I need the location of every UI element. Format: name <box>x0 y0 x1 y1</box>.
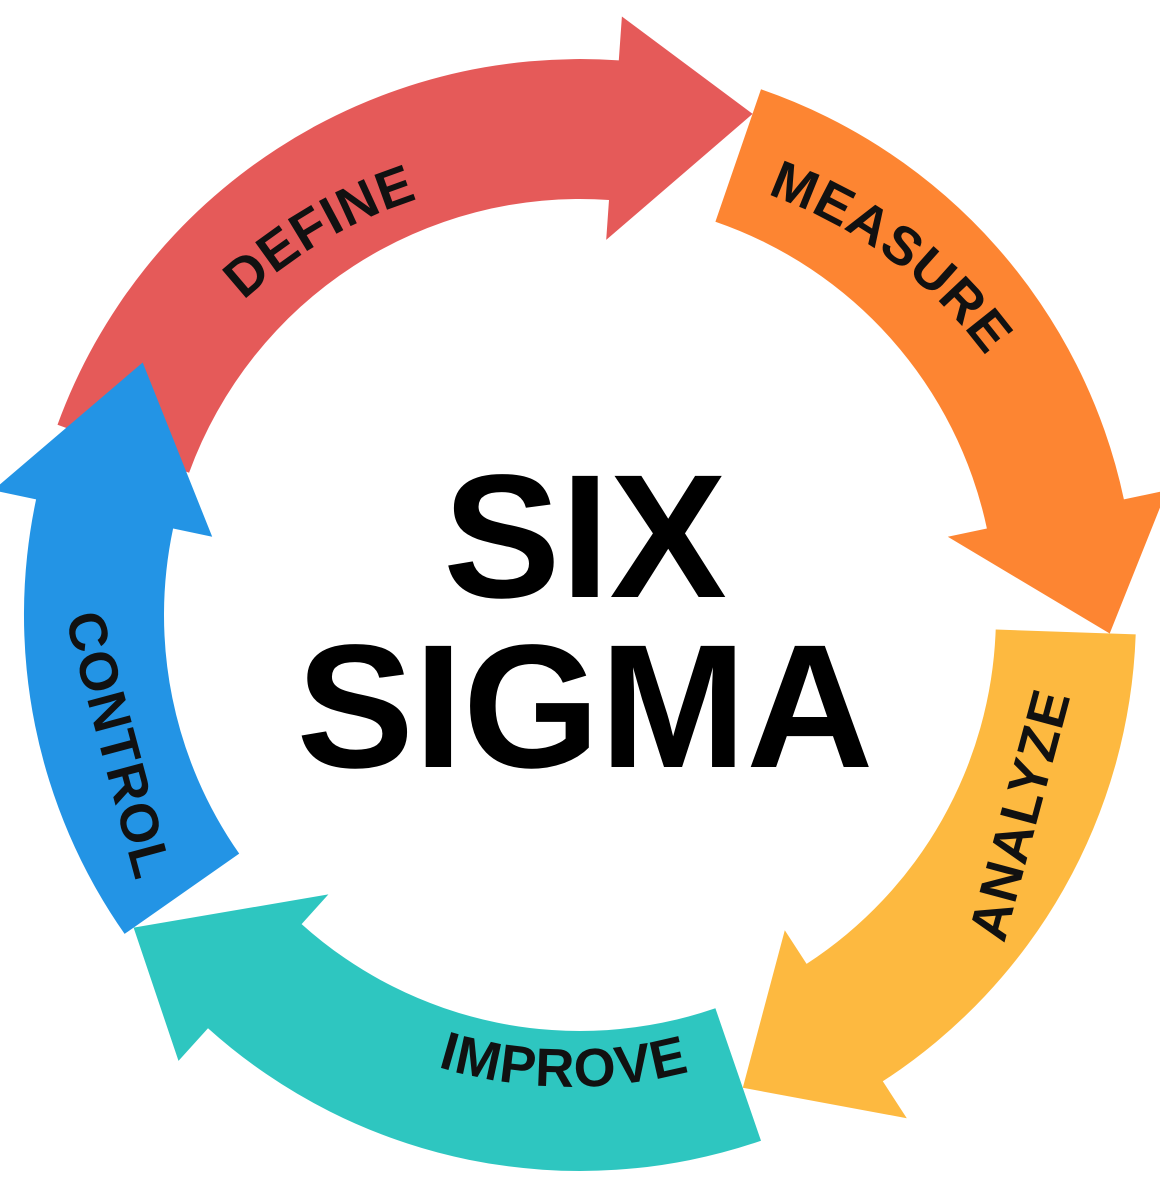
title-line-2: SIGMA <box>297 609 874 805</box>
arrow-analyze <box>742 629 1136 1119</box>
title-line-1: SIX <box>443 439 727 635</box>
arrow-measure <box>715 89 1160 634</box>
arrow-define <box>57 16 753 473</box>
arrow-improve <box>133 894 762 1171</box>
cycle-arrows <box>0 16 1160 1171</box>
center-title: SIX SIGMA <box>297 439 874 805</box>
arrow-control <box>0 362 240 934</box>
